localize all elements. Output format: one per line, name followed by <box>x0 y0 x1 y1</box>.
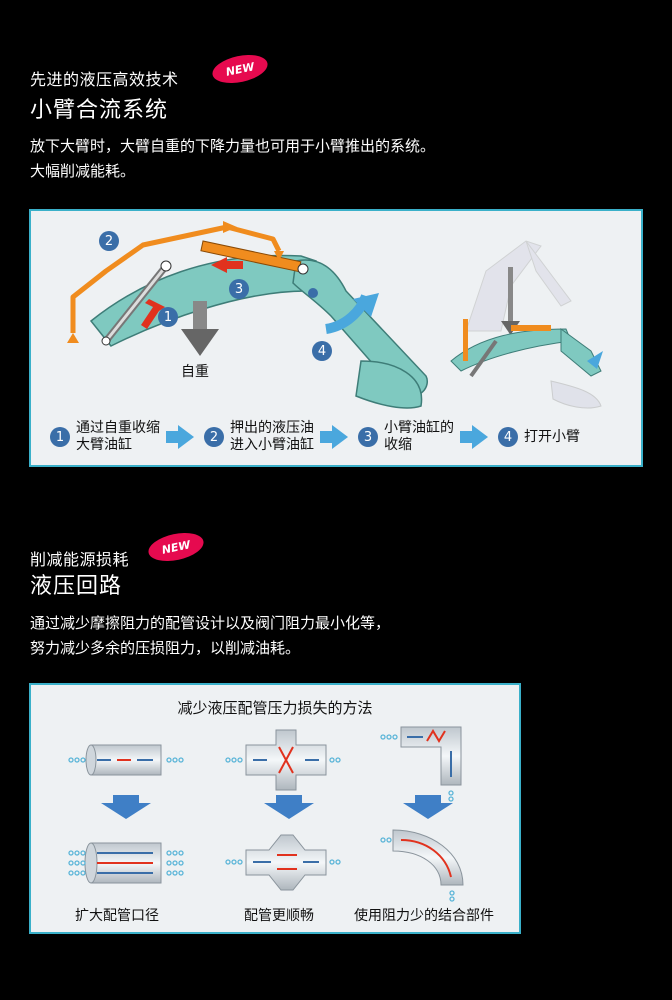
arm-steps-row: 1 通过自重收缩大臂油缸 2 押出的液压油进入小臂油缸 3 小臂油缸的收缩 4 … <box>50 420 580 454</box>
sharp-elbow <box>400 726 462 786</box>
wide-pipe <box>84 842 162 884</box>
section2-title: 液压回路 <box>30 574 123 599</box>
step-1-line1: 通过自重收缩 <box>76 420 160 436</box>
smooth-joint <box>245 834 327 891</box>
step-4-number: 4 <box>498 427 518 447</box>
diagram-num-2: 2 <box>99 231 119 251</box>
step-2-number: 2 <box>204 427 224 447</box>
mini-boom <box>450 328 572 372</box>
oil-flow-path <box>70 224 282 333</box>
ghost-excavator <box>465 240 572 332</box>
step-arrow-icon <box>166 425 194 449</box>
bucket-shape <box>355 360 423 409</box>
step-4: 4 打开小臂 <box>498 427 580 447</box>
step-arrow-icon <box>320 425 348 449</box>
diagram-num-4: 4 <box>312 341 332 361</box>
diagram-num-3: 3 <box>229 279 249 299</box>
step-3-number: 3 <box>358 427 378 447</box>
caption-low-resistance-joint: 使用阻力少的结合部件 <box>354 908 494 924</box>
new-badge-2: NEW <box>145 528 207 566</box>
arm-system-panel: 自重 1 2 3 4 <box>29 209 643 467</box>
section2-kicker: 削减能源损耗 <box>30 550 130 569</box>
curved-elbow <box>392 829 464 886</box>
section1-desc-line2: 大幅削减能耗。 <box>30 162 136 180</box>
section1-desc-line1: 放下大臂时，大臂自重的下降力量也可用于小臂推出的系统。 <box>30 137 436 155</box>
flow-particles <box>68 734 455 902</box>
hydraulic-panel-title: 减少液压配管压力损失的方法 <box>177 699 373 717</box>
oil-push-arrow <box>211 257 243 273</box>
hydraulic-panel: 减少液压配管压力损失的方法 <box>29 683 521 934</box>
caption-smoother-pipe: 配管更顺畅 <box>244 908 314 924</box>
section2-desc-line1: 通过减少摩擦阻力的配管设计以及阀门阻力最小化等， <box>30 614 391 632</box>
mini-down-shaft <box>508 267 513 323</box>
step-4-line1: 打开小臂 <box>524 428 580 445</box>
caption-wider-pipe: 扩大配管口径 <box>75 908 159 924</box>
mini-arm-cylinder <box>511 325 551 331</box>
step-1-line2: 大臂油缸 <box>76 437 132 453</box>
stick-shape <box>292 259 428 398</box>
diagram-num-1: 1 <box>158 307 178 327</box>
section2-desc-line2: 努力减少多余的压损阻力，以削减油耗。 <box>30 639 301 657</box>
step-3-line1: 小臂油缸的 <box>384 420 454 436</box>
section1-title: 小臂合流系统 <box>30 98 169 123</box>
gravity-label: 自重 <box>181 364 209 380</box>
mini-stick <box>560 328 602 377</box>
gravity-arrow <box>193 301 207 331</box>
step-2-line1: 押出的液压油 <box>230 420 314 436</box>
step-3: 3 小臂油缸的收缩 <box>358 420 454 454</box>
section1-kicker: 先进的液压高效技术 <box>30 70 179 89</box>
step-2: 2 押出的液压油进入小臂油缸 <box>204 420 314 454</box>
boom-retract-arrow <box>141 299 165 329</box>
cross-joint <box>245 729 327 791</box>
step-arrow-icon <box>460 425 488 449</box>
excavator-arm-diagram <box>67 221 603 409</box>
pipe-diagrams <box>68 726 464 902</box>
new-badge-1: NEW <box>209 50 271 88</box>
step-1: 1 通过自重收缩大臂油缸 <box>50 420 160 454</box>
improvement-arrows <box>101 795 453 819</box>
step-1-number: 1 <box>50 427 70 447</box>
step-2-line2: 进入小臂油缸 <box>230 437 314 453</box>
step-3-line2: 收缩 <box>384 437 412 453</box>
narrow-pipe <box>85 744 162 776</box>
